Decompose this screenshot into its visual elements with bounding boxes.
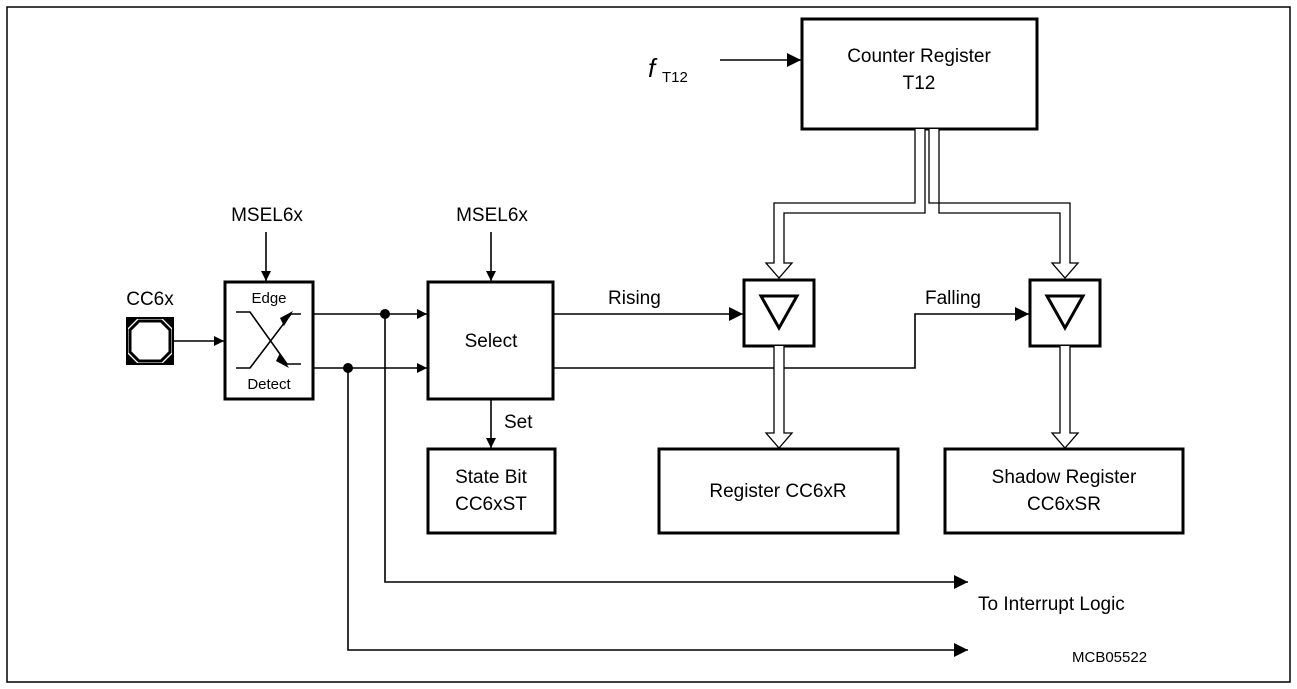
- register-cc6xr: Register CC6xR: [657, 447, 900, 535]
- counter-register-t12: Counter Register T12: [800, 17, 1039, 131]
- shadow-register-cc6xsr: Shadow Register CC6xSR: [943, 447, 1185, 535]
- clock-symbol: f: [648, 53, 658, 83]
- interrupt-wire-upper: [384, 314, 968, 589]
- capture-latch-rising: [742, 278, 816, 348]
- svg-text:Select: Select: [465, 331, 519, 352]
- diagram-frame: [6, 6, 1291, 683]
- svg-text:T12: T12: [903, 73, 936, 94]
- svg-text:CC6xST: CC6xST: [455, 494, 527, 515]
- msel6x-edge-label: MSEL6x: [231, 205, 303, 226]
- msel6x-select-label: MSEL6x: [456, 205, 528, 226]
- cc6x-pin-icon: [126, 317, 174, 365]
- edge-detect-block: Edge Detect: [223, 280, 315, 401]
- falling-label: Falling: [925, 288, 981, 309]
- interrupt-wire-lower: [347, 368, 968, 657]
- state-bit-block: State Bit CC6xST: [426, 447, 557, 535]
- interrupt-logic-label: To Interrupt Logic: [978, 594, 1125, 615]
- latch-to-register-bus: [764, 346, 794, 449]
- svg-text:Detect: Detect: [247, 376, 291, 393]
- capture-latch-falling: [1028, 278, 1102, 348]
- svg-text:State Bit: State Bit: [455, 467, 528, 488]
- figure-id-code: MCB05522: [1072, 649, 1147, 666]
- falling-wire: [553, 307, 1029, 369]
- svg-text:CC6xSR: CC6xSR: [1027, 494, 1101, 515]
- svg-text:Counter Register: Counter Register: [847, 46, 991, 67]
- cc6x-label: CC6x: [126, 289, 174, 310]
- select-block: Select: [426, 280, 555, 401]
- svg-text:Register CC6xR: Register CC6xR: [709, 481, 846, 502]
- svg-text:Edge: Edge: [251, 290, 286, 307]
- counter-to-latch-bus-right: [928, 129, 1080, 279]
- latch-to-shadow-bus: [1050, 346, 1080, 449]
- svg-text:Shadow Register: Shadow Register: [992, 467, 1137, 488]
- rising-label: Rising: [608, 288, 661, 309]
- set-label: Set: [504, 412, 533, 433]
- clock-subscript: T12: [662, 69, 688, 86]
- counter-to-latch-bus-left: [764, 129, 926, 279]
